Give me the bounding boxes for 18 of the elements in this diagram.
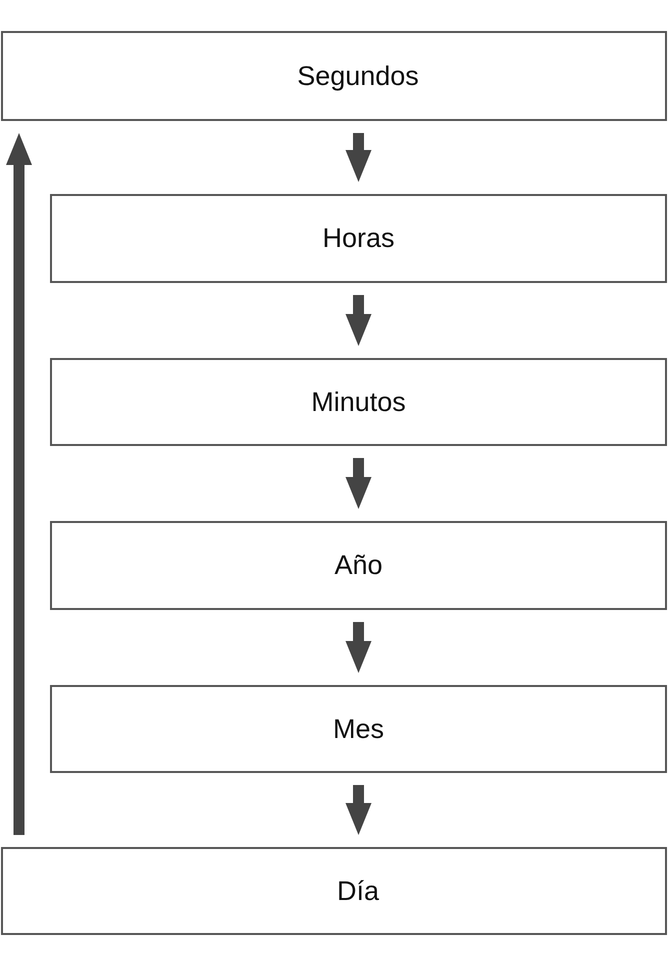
process-box (1, 847, 667, 935)
arrow (6, 133, 32, 835)
box-label: Minutos (311, 386, 406, 418)
arrow (346, 622, 372, 673)
process-box (50, 521, 667, 610)
box-label: Mes (332, 714, 384, 744)
box-label: Horas (322, 223, 395, 254)
arrow (346, 133, 372, 182)
arrow (346, 785, 372, 835)
process-box (50, 358, 667, 446)
arrow (346, 295, 372, 346)
box-label: Día (336, 876, 380, 906)
process-box (50, 194, 667, 283)
arrow (346, 458, 372, 509)
process-box (50, 685, 667, 773)
process-box (1, 31, 667, 121)
box-label: Segundos (297, 60, 419, 92)
box-label: Año (334, 550, 383, 581)
